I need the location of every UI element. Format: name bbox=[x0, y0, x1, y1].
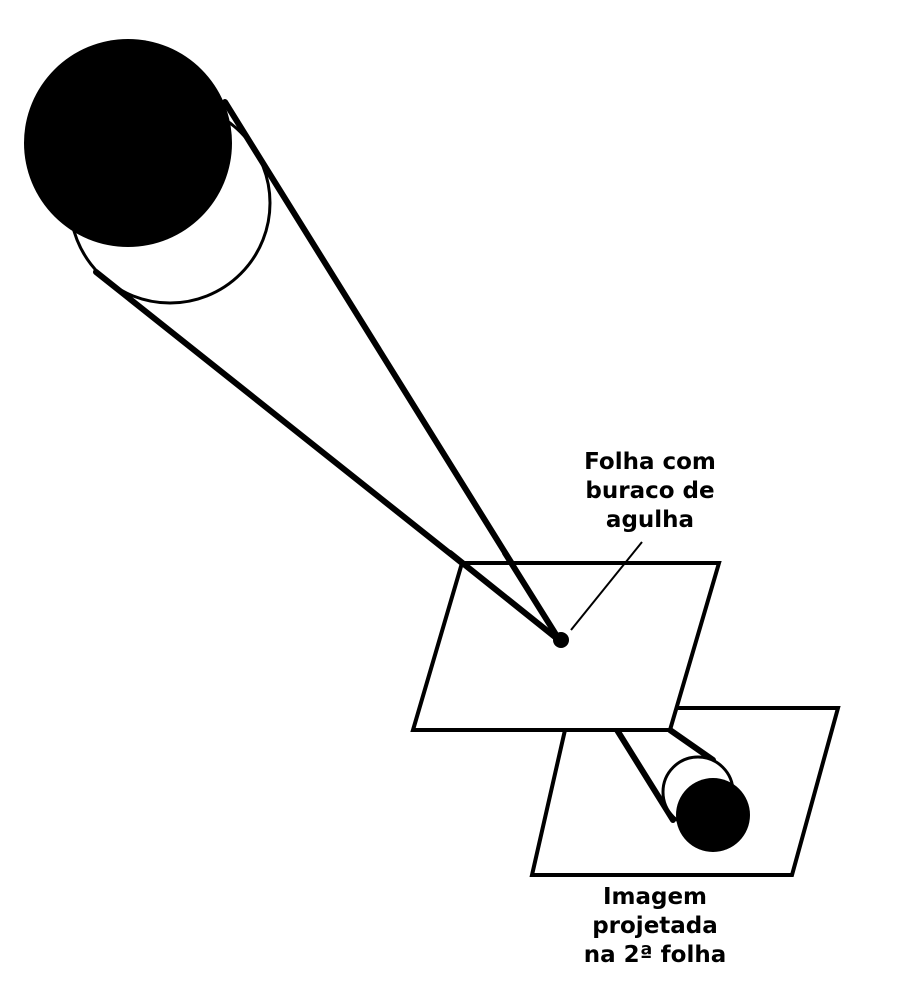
label-leader-line bbox=[570, 541, 643, 631]
projection-ray-right bbox=[667, 727, 716, 763]
projected-image-label-line-1: Imagem bbox=[602, 884, 708, 910]
pinhole-sheet bbox=[410, 561, 722, 732]
pinhole bbox=[553, 632, 569, 648]
projected-image-label-line-3: na 2ª folha bbox=[583, 942, 727, 968]
moon-disc bbox=[24, 39, 232, 247]
projected-image-label-line-2: projetada bbox=[592, 913, 718, 939]
pinhole-sheet-label-line-1: Folha com bbox=[584, 449, 716, 475]
projection-ray-left bbox=[614, 727, 676, 823]
ray-lower-on-sheet bbox=[447, 550, 563, 644]
pinhole-sheet-label-line-2: buraco de bbox=[585, 478, 715, 504]
ray-upper-on-sheet bbox=[502, 550, 563, 644]
projected-image-label: Imagem projetada na 2ª folha bbox=[555, 883, 755, 970]
projected-moon-disc bbox=[676, 778, 750, 852]
pinhole-sheet-label-line-3: agulha bbox=[605, 507, 695, 533]
pinhole-sheet-label: Folha com buraco de agulha bbox=[545, 448, 755, 535]
